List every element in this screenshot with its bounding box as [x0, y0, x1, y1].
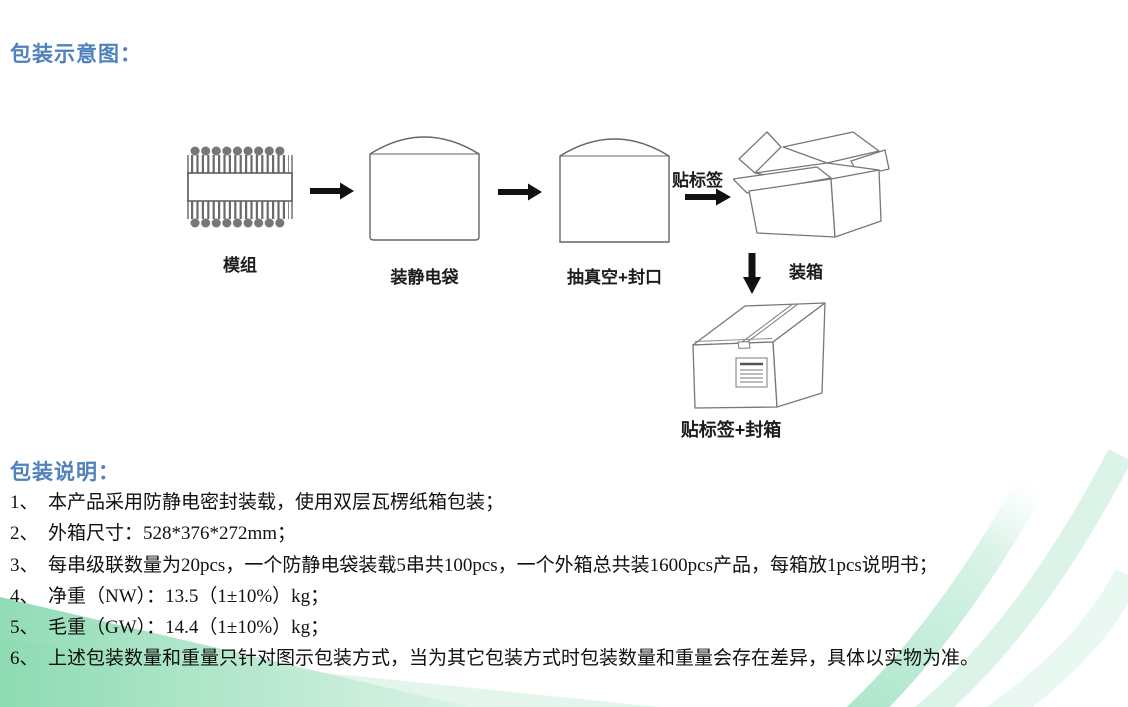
note-item-3: 3、 每串级联数量为20pcs，一个防静电袋装载5串共100pcs，一个外箱总共…: [10, 550, 1120, 581]
note-number: 1、: [10, 492, 39, 513]
sealed-carton-illustration: [692, 302, 826, 409]
note-text: 外箱尺寸：528*376*272mm；: [48, 523, 297, 545]
note-item-1: 1、 本产品采用防静电密封装载，使用双层瓦楞纸箱包装；: [10, 487, 1120, 518]
arrow-right-icon: [498, 183, 542, 201]
note-number: 4、: [10, 585, 39, 607]
note-text: 净重（NW）：13.5（1±10%）kg；: [48, 585, 330, 607]
packaging-notes-list: 1、 本产品采用防静电密封装载，使用双层瓦楞纸箱包装； 2、 外箱尺寸：528*…: [10, 487, 1120, 675]
step-label-boxing: 装箱: [789, 263, 823, 282]
arrow-down-icon: [743, 253, 761, 294]
note-number: 2、: [10, 523, 39, 545]
note-item-4: 4、 净重（NW）：13.5（1±10%）kg；: [10, 581, 1120, 612]
step-label-module: 模组: [223, 256, 257, 275]
note-number: 5、: [10, 617, 39, 639]
page-title: 包装示意图：: [10, 43, 142, 66]
note-number: 3、: [10, 554, 39, 576]
arrow-right-icon: [310, 182, 354, 200]
note-item-2: 2、 外箱尺寸：528*376*272mm；: [10, 518, 1120, 549]
notes-section-title: 包装说明：: [10, 461, 120, 484]
note-number: 6、: [10, 648, 39, 670]
arrow-label-apply-sticker: 贴标签: [672, 171, 723, 190]
module-illustration: [187, 146, 293, 228]
arrow-right-icon: [685, 188, 731, 206]
note-text: 毛重（GW）：14.4（1±10%）kg；: [48, 617, 330, 639]
note-item-6: 6、 上述包装数量和重量只针对图示包装方式，当为其它包装方式时包装数量和重量会存…: [10, 643, 1120, 674]
step-label-label-and-seal: 贴标签+封箱: [680, 420, 782, 440]
step-label-bag: 装静电袋: [390, 268, 459, 287]
step-label-vacuum-seal: 抽真空+封口: [567, 268, 662, 287]
note-item-5: 5、 毛重（GW）：14.4（1±10%）kg；: [10, 612, 1120, 643]
vacuum-seal-bag-illustration: [559, 138, 670, 243]
antistatic-bag-illustration: [369, 136, 480, 241]
note-text: 每串级联数量为20pcs，一个防静电袋装载5串共100pcs，一个外箱总共装16…: [48, 554, 938, 576]
note-text: 本产品采用防静电密封装载，使用双层瓦楞纸箱包装；: [48, 492, 505, 513]
note-text: 上述包装数量和重量只针对图示包装方式，当为其它包装方式时包装数量和重量会存在差异…: [48, 648, 980, 670]
open-carton-illustration: [733, 131, 890, 238]
